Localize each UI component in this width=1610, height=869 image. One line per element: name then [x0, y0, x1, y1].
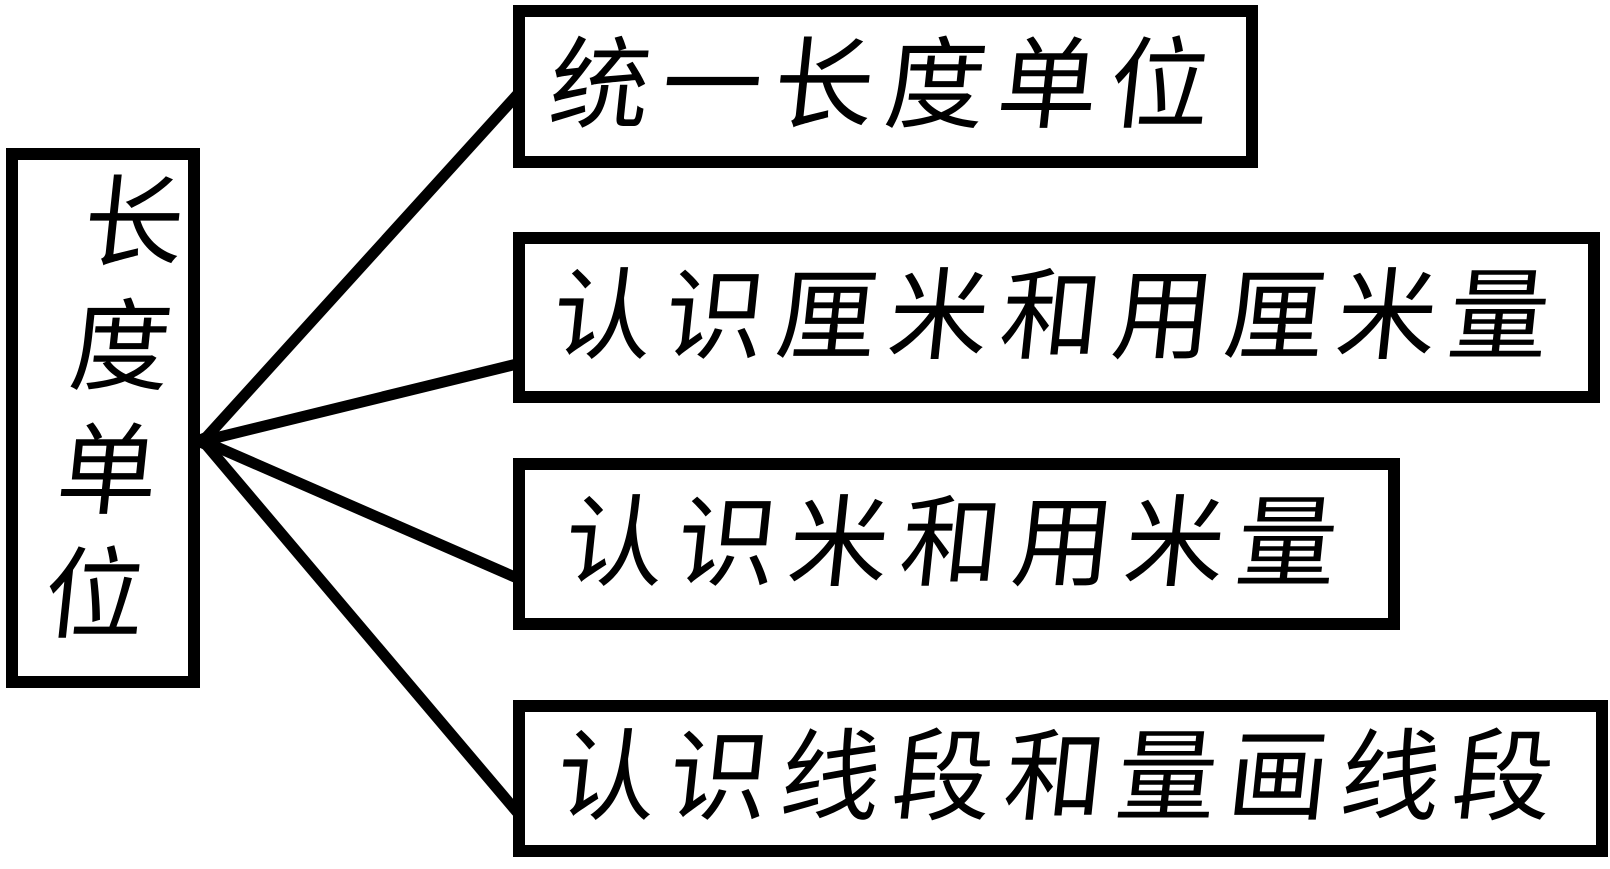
child-node-unify-length-units: 统一长度单位	[513, 5, 1258, 168]
child-node-label: 认识米和用米量	[558, 488, 1355, 600]
child-node-label: 认识厘米和用厘米量	[546, 262, 1567, 373]
root-node-label: 长度单位	[21, 170, 186, 666]
connector-line-1	[198, 91, 522, 445]
root-node: 长度单位	[6, 148, 200, 688]
connector-line-4	[198, 437, 522, 816]
child-node-label: 统一长度单位	[543, 31, 1228, 142]
child-node-know-centimeter: 认识厘米和用厘米量	[513, 232, 1600, 403]
child-node-label: 认识线段和量画线段	[550, 723, 1571, 834]
child-node-know-meter: 认识米和用米量	[513, 458, 1400, 630]
connector-line-3	[200, 435, 520, 584]
child-node-know-line-segment: 认识线段和量画线段	[513, 700, 1608, 857]
connector-line-2	[201, 358, 519, 447]
